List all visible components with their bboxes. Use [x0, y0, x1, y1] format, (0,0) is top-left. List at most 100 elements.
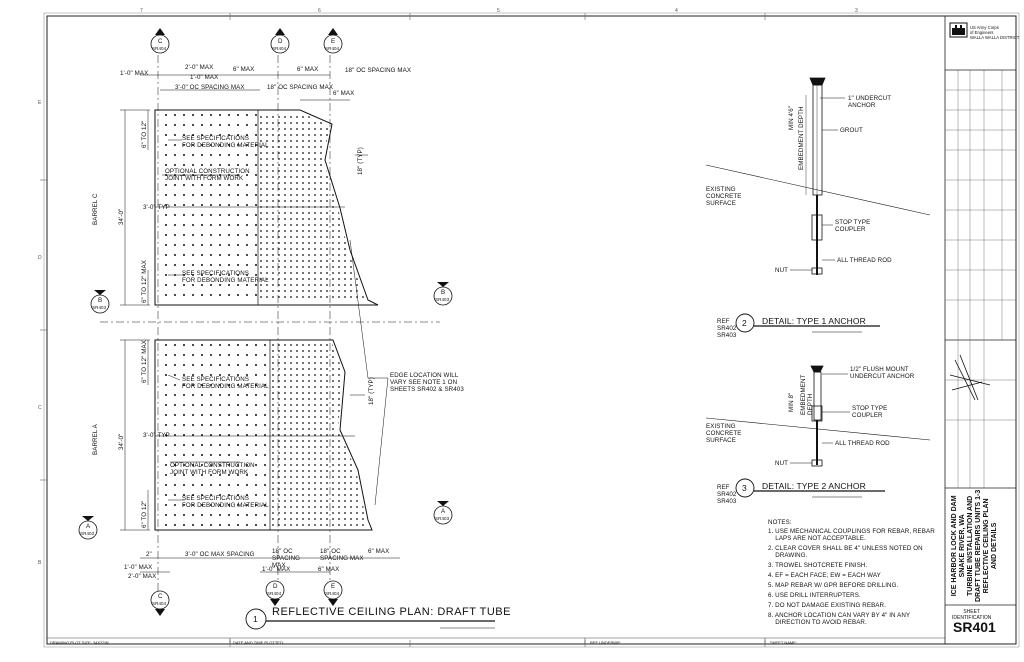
d1-existing: EXISTING CONCRETE SURFACE — [706, 186, 742, 207]
dim-bot-6: 18" OC SPACING MAX — [320, 548, 364, 562]
section-e-bot: E — [331, 583, 336, 590]
row-c: C — [38, 405, 42, 411]
section-c-top: C — [158, 38, 163, 45]
section-d-top: D — [278, 38, 283, 45]
dim-top-4: 6" MAX — [233, 66, 255, 73]
side-18-a: 18" (TYP) — [368, 377, 375, 405]
section-ref-a-right: SR403 — [435, 516, 450, 521]
dim-bot-1: 2" — [146, 551, 152, 558]
col-4: 4 — [675, 8, 678, 14]
section-e-top: E — [331, 38, 336, 45]
d2-ref: REF SR402 SR403 — [717, 484, 737, 505]
detail-type1-anchor — [705, 77, 931, 333]
d2-coupler: STOP TYPE COUPLER — [852, 405, 888, 419]
section-b-right: B — [441, 289, 446, 296]
note-2: 2. CLEAR COVER SHALL BE 4" UNLESS NOTED … — [768, 545, 923, 559]
section-ref-b-right: SR403 — [435, 297, 450, 302]
dim-bot-9: 6" MAX — [318, 566, 340, 573]
d1-rod: ALL THREAD ROD — [837, 257, 892, 264]
castle-logo-icon — [949, 22, 968, 38]
row-d: D — [38, 255, 42, 261]
note-6: 6. USE DRILL INTERRUPTERS. — [768, 592, 861, 599]
section-c-bot: C — [158, 593, 163, 600]
typ-2: 3'-0" TYP — [143, 432, 170, 439]
dim-bot-3: 2'-0" MAX — [128, 573, 157, 580]
dim-top-7: 3'-0" OC SPACING MAX — [175, 84, 245, 91]
range-2: 6" TO 12" MAX — [141, 260, 148, 303]
note-5: 5. MAP REBAR W/ GPR BEFORE DRILLING. — [768, 582, 899, 589]
section-ref-e-top: SR404 — [325, 46, 340, 51]
note-4: 4. EF = EACH FACE; EW = EACH WAY — [768, 572, 881, 579]
col-5: 5 — [497, 8, 500, 14]
col-3: 3 — [855, 8, 858, 14]
d2-title: DETAIL: TYPE 2 ANCHOR — [762, 481, 866, 491]
dim-top-9: 6" MAX — [333, 90, 355, 97]
barrel-a-vertical: BARREL A — [92, 424, 99, 455]
footer-date: DATE AND TIME PLOTTED: — [233, 640, 284, 645]
section-ref-d-top: SR404 — [272, 46, 287, 51]
col-7: 7 — [140, 8, 143, 14]
side-18-c: 18" (TYP) — [357, 147, 364, 175]
plan-title: REFLECTIVE CEILING PLAN: DRAFT TUBE — [272, 606, 511, 618]
range-4: 6" TO 12" — [141, 500, 148, 528]
note-debonding-4: SEE SPECIFICATIONS FOR DEBONDING MATERIA… — [182, 495, 269, 509]
d2-embed: EMBEDMENT DEPTH — [800, 374, 814, 415]
d1-coupler: STOP TYPE COUPLER — [835, 219, 871, 233]
dim-bot-4: 3'-0" OC MAX SPACING — [185, 551, 255, 558]
section-ref-a-left: SR403 — [80, 531, 95, 536]
signature-stamp-icon — [949, 354, 991, 401]
title-block — [944, 15, 1017, 645]
note-joint-2: OPTIONAL CONSTRUCTION JOINT WITH FORM WO… — [170, 462, 255, 476]
d2-number: 3 — [742, 483, 747, 493]
note-edge-location: EDGE LOCATION WILL VARY SEE NOTE 1 ON SH… — [390, 372, 464, 393]
dim-top-5: 6" MAX — [297, 66, 319, 73]
sheet-identification-label: SHEET IDENTIFICATION — [952, 609, 992, 621]
plan-number-bubble — [245, 608, 267, 630]
plan-number: 1 — [253, 614, 258, 624]
d1-embed: EMBEDMENT DEPTH — [798, 106, 805, 170]
range-1: 6" TO 12" — [141, 120, 148, 148]
d2-nut: NUT — [775, 460, 789, 467]
d1-title: DETAIL: TYPE 1 ANCHOR — [762, 316, 866, 326]
d1-grout: GROUT — [840, 127, 863, 134]
note-joint-1: OPTIONAL CONSTRUCTION JOINT WITH FORM WO… — [165, 168, 250, 182]
row-e: E — [38, 100, 42, 106]
agency-name: US Army Corps of Engineers WALLA WALLA D… — [970, 25, 1020, 40]
dim-top-3: 1'-0" MAX — [190, 74, 219, 81]
dim-top-1: 1'-0" MAX — [120, 70, 149, 77]
row-b: B — [38, 560, 42, 566]
dim-top-8: 18" OC SPACING MAX — [267, 84, 334, 91]
section-b-left: B — [98, 297, 103, 304]
footer-plot-size: DRAWING PLOT SIZE: 34X22IN — [50, 640, 109, 645]
d1-ref: REF SR402 SR403 — [717, 318, 737, 339]
note-3: 3. TROWEL SHOTCRETE FINISH. — [768, 562, 868, 569]
notes-heading: NOTES: — [768, 519, 792, 526]
note-debonding-1: SEE SPECIFICATIONS FOR DEBONDING MATERIA… — [182, 135, 269, 149]
detail-type2-anchor — [705, 365, 931, 498]
reflective-ceiling-plan — [78, 28, 495, 630]
section-a-left: A — [86, 523, 91, 530]
d2-existing: EXISTING CONCRETE SURFACE — [706, 423, 742, 444]
d1-nut: NUT — [775, 267, 789, 274]
section-ref-d-bot: SR404 — [267, 591, 282, 596]
sheet-id: SR401 — [953, 619, 996, 635]
d2-flush: 1/2" FLUSH MOUNT UNDERCUT ANCHOR — [850, 366, 915, 380]
col-6: 6 — [318, 8, 321, 14]
footer-sheet-name: SHEET NAME: — [770, 640, 798, 645]
footer-ref: REF UNDERWR: — [590, 640, 622, 645]
section-ref-b-left: SR403 — [92, 305, 107, 310]
section-ref-c-top: SR404 — [152, 46, 167, 51]
dim-34-a: 34'-0" — [118, 433, 125, 450]
dim-bot-7: 6" MAX — [368, 548, 390, 555]
d1-min: MIN 4'6" — [788, 105, 795, 130]
section-ref-e-bot: SR404 — [325, 591, 340, 596]
note-debonding-3: SEE SPECIFICATIONS FOR DEBONDING MATERIA… — [182, 376, 269, 390]
d1-undercut: 1" UNDERCUT ANCHOR — [848, 95, 892, 109]
range-3: 6" TO 12" MAX — [141, 340, 148, 383]
d2-min: MIN 8" — [788, 392, 795, 412]
general-notes: NOTES: 1. USE MECHANICAL COUPLINGS FOR R… — [768, 519, 943, 626]
dim-top-6: 18" OC SPACING MAX — [345, 67, 412, 74]
typ-1: 3'-0" TYP — [143, 204, 170, 211]
